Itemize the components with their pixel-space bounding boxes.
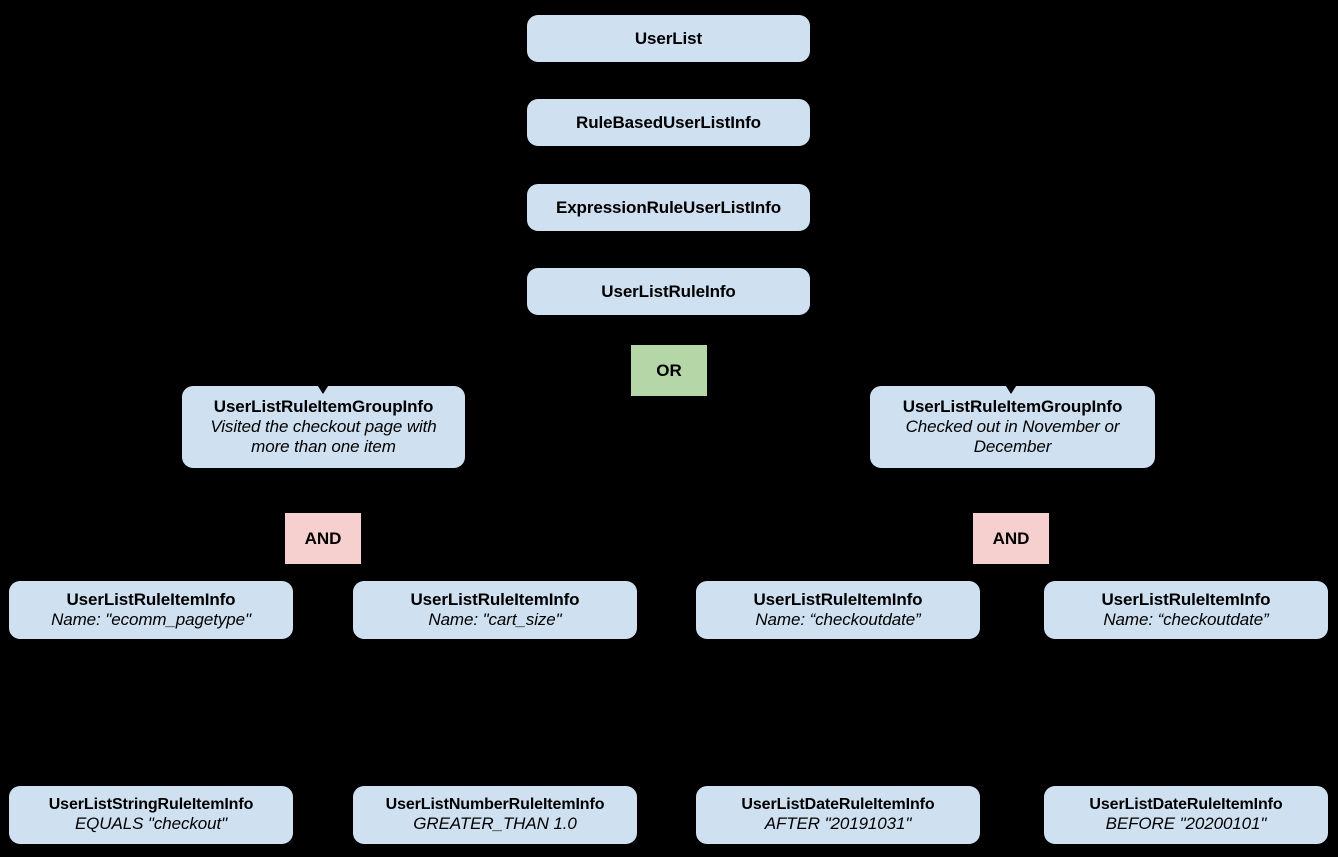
node-leaf-1-subtitle: EQUALS "checkout" [74,814,228,834]
edge-rulebased-to-expression [667,146,670,182]
edge-and-right-trunk [1010,563,1013,565]
node-or-operator[interactable]: OR [631,345,707,396]
node-leaf-4-subtitle: BEFORE "20200101" [1105,814,1267,834]
node-group-right[interactable]: UserListRuleItemGroupInfo Checked out in… [870,386,1155,468]
node-and-right[interactable]: AND [973,513,1049,564]
edge-and-left-to-item1 [150,562,153,582]
and-left-label: AND [304,528,342,548]
edge-userlist-to-rulebased [667,62,670,98]
node-rule-based-user-list-info[interactable]: RuleBasedUserListInfo [527,99,810,146]
node-expression-rule-user-list-info-title: ExpressionRuleUserListInfo [555,197,782,217]
arrowhead-group-right [1004,383,1018,394]
edge-and-right-to-item3 [837,562,840,582]
edge-and-right-to-item4 [1185,562,1188,582]
node-leaf-2[interactable]: UserListNumberRuleItemInfo GREATER_THAN … [353,786,637,844]
node-user-list-rule-info-title: UserListRuleInfo [601,281,736,301]
node-leaf-2-subtitle: GREATER_THAN 1.0 [413,814,577,834]
node-item-3-title: UserListRuleItemInfo [753,590,923,610]
node-group-left-title: UserListRuleItemGroupInfo [213,397,434,417]
node-item-4-title: UserListRuleItemInfo [1101,590,1271,610]
node-user-list-rule-info[interactable]: UserListRuleInfo [527,268,810,315]
node-group-left[interactable]: UserListRuleItemGroupInfo Visited the ch… [182,386,465,468]
node-rule-based-user-list-info-title: RuleBasedUserListInfo [576,112,761,132]
node-item-3-subtitle: Name: “checkoutdate” [755,610,921,629]
node-group-right-subtitle: Checked out in November or December [905,417,1120,456]
node-item-2-title: UserListRuleItemInfo [410,590,580,610]
node-leaf-3[interactable]: UserListDateRuleItemInfo AFTER "20191031… [696,786,980,844]
arrowhead-group-left [316,383,330,394]
node-item-2[interactable]: UserListRuleItemInfo Name: "cart_size" [353,581,637,639]
edge-ruleinfo-to-or [667,316,670,346]
edge-item4-to-leaf4 [1185,639,1188,787]
node-item-1-title: UserListRuleItemInfo [66,590,236,610]
node-leaf-3-subtitle: AFTER "20191031" [764,814,912,834]
edge-expression-to-ruleinfo [667,231,670,267]
node-user-list-title: UserList [634,28,703,48]
edge-and-left-to-item2 [494,562,497,582]
node-leaf-1[interactable]: UserListStringRuleItemInfo EQUALS "check… [9,786,293,844]
node-expression-rule-user-list-info[interactable]: ExpressionRuleUserListInfo [527,184,810,231]
or-operator-label: OR [656,360,682,380]
node-user-list[interactable]: UserList [527,15,810,62]
edge-item3-to-leaf3 [837,639,840,787]
node-leaf-1-title: UserListStringRuleItemInfo [48,795,254,813]
node-leaf-4-title: UserListDateRuleItemInfo [1089,795,1283,813]
node-item-1-subtitle: Name: "ecomm_pagetype" [51,610,251,629]
node-item-4[interactable]: UserListRuleItemInfo Name: “checkoutdate… [1044,581,1328,639]
node-item-1[interactable]: UserListRuleItemInfo Name: "ecomm_pagety… [9,581,293,639]
edge-group-right-to-and [1010,468,1013,513]
and-right-label: AND [992,528,1030,548]
edge-item1-to-leaf1 [150,639,153,787]
node-and-left[interactable]: AND [285,513,361,564]
node-item-3[interactable]: UserListRuleItemInfo Name: “checkoutdate… [696,581,980,639]
node-item-4-subtitle: Name: “checkoutdate” [1103,610,1269,629]
edge-and-left-trunk [322,563,325,565]
node-leaf-4[interactable]: UserListDateRuleItemInfo BEFORE "2020010… [1044,786,1328,844]
node-group-left-subtitle: Visited the checkout page with more than… [210,417,437,456]
edge-or-to-groups-trunk [667,396,670,400]
edge-item2-to-leaf2 [494,639,497,787]
node-leaf-2-title: UserListNumberRuleItemInfo [385,795,605,813]
edge-group-left-to-and [322,468,325,513]
node-leaf-3-title: UserListDateRuleItemInfo [741,795,935,813]
node-item-2-subtitle: Name: "cart_size" [428,610,562,629]
node-group-right-title: UserListRuleItemGroupInfo [902,397,1123,417]
